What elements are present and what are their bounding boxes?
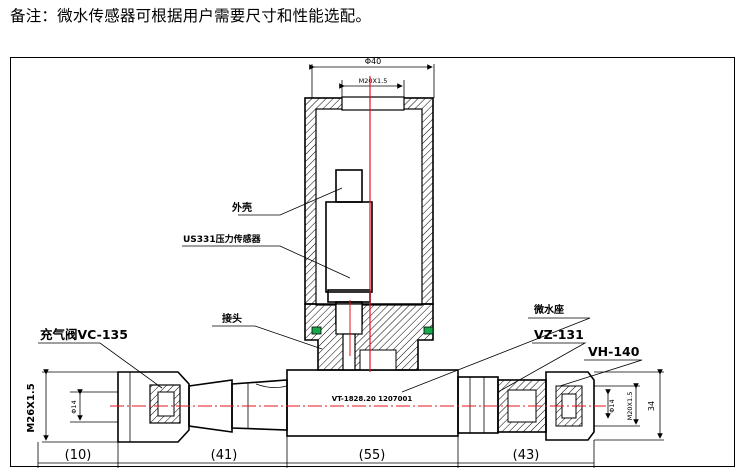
label-base: 微水座 (533, 303, 564, 316)
bottom-dimension-lines (37, 436, 595, 468)
label-valve: 充气阀VC-135 (40, 327, 128, 342)
dimension-segment-4: (43) (513, 448, 540, 463)
dimension-segment-2: (41) (211, 448, 238, 463)
right-dimension-lines (594, 369, 664, 441)
dimension-left-thread: M26X1.5 (26, 383, 37, 432)
dimension-top-diameter: Φ40 (365, 57, 381, 66)
centerlines (110, 76, 606, 407)
body-marking: VT-1828.20 1207001 (332, 395, 413, 403)
leader-lines (38, 187, 643, 393)
dimension-segment-1: (10) (65, 448, 92, 463)
label-vh: VH-140 (588, 344, 640, 359)
label-joint: 接头 (222, 312, 242, 325)
label-shell: 外壳 (231, 201, 252, 214)
left-valve (117, 371, 288, 443)
label-sensor: US331压力传感器 (183, 233, 262, 245)
remark-note: 备注：微水传感器可根据用户需要尺寸和性能选配。 (10, 7, 372, 25)
dimension-right-thread: M20X1.5 (626, 392, 634, 421)
dimension-left-bore: Φ14 (70, 400, 78, 413)
joint-block (304, 303, 434, 371)
label-vz: VZ-131 (534, 327, 584, 342)
dimension-top-thread: M20X1.5 (359, 77, 388, 85)
dimension-right-bore: Φ14 (608, 399, 616, 412)
dimension-right-width: 34 (647, 401, 656, 411)
top-dimension-lines (309, 64, 435, 98)
seal-rings (311, 326, 434, 335)
drawing-frame (10, 57, 735, 467)
left-dimension-lines (42, 369, 118, 443)
outer-shell (304, 96, 434, 306)
dimension-segment-3: (55) (359, 448, 386, 463)
